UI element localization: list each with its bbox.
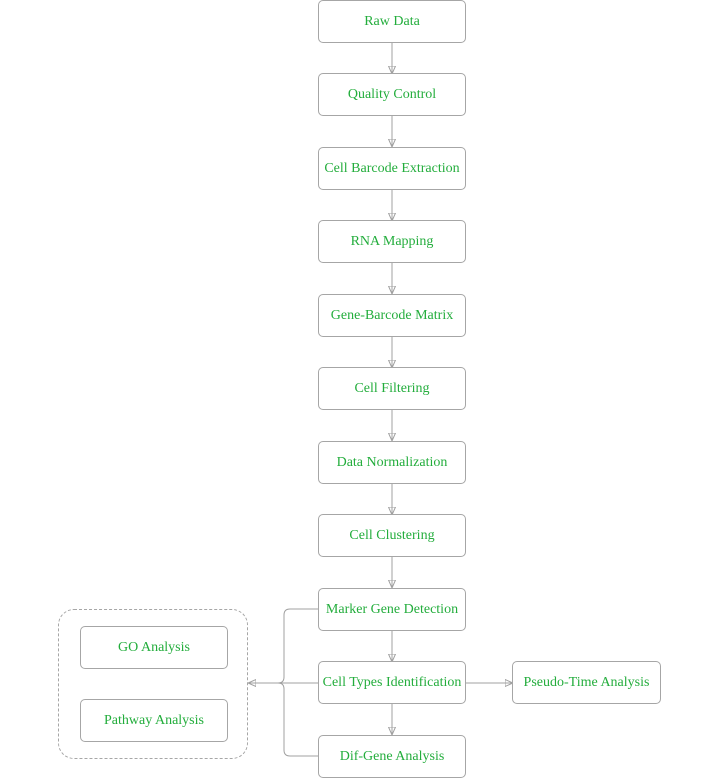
dif-gene-analysis-node[interactable]: Dif-Gene Analysis (318, 735, 466, 778)
cell-types-identification-node[interactable]: Cell Types Identification (318, 661, 466, 704)
connector-difgene-to-bracket (277, 682, 318, 757)
data-normalization-node[interactable]: Data Normalization (318, 441, 466, 484)
cell-filtering-node[interactable]: Cell Filtering (318, 367, 466, 410)
quality-control-node[interactable]: Quality Control (318, 73, 466, 116)
pseudo-time-analysis-node[interactable]: Pseudo-Time Analysis (512, 661, 661, 704)
connector-marker-to-bracket (277, 608, 318, 684)
cell-barcode-extraction-node[interactable]: Cell Barcode Extraction (318, 147, 466, 190)
enrichment-analysis-group (58, 609, 248, 759)
marker-gene-detection-node[interactable]: Marker Gene Detection (318, 588, 466, 631)
rna-mapping-node[interactable]: RNA Mapping (318, 220, 466, 263)
raw-data-node[interactable]: Raw Data (318, 0, 466, 43)
gene-barcode-matrix-node[interactable]: Gene-Barcode Matrix (318, 294, 466, 337)
go-analysis-node[interactable]: GO Analysis (80, 626, 228, 669)
pathway-analysis-node[interactable]: Pathway Analysis (80, 699, 228, 742)
cell-clustering-node[interactable]: Cell Clustering (318, 514, 466, 557)
